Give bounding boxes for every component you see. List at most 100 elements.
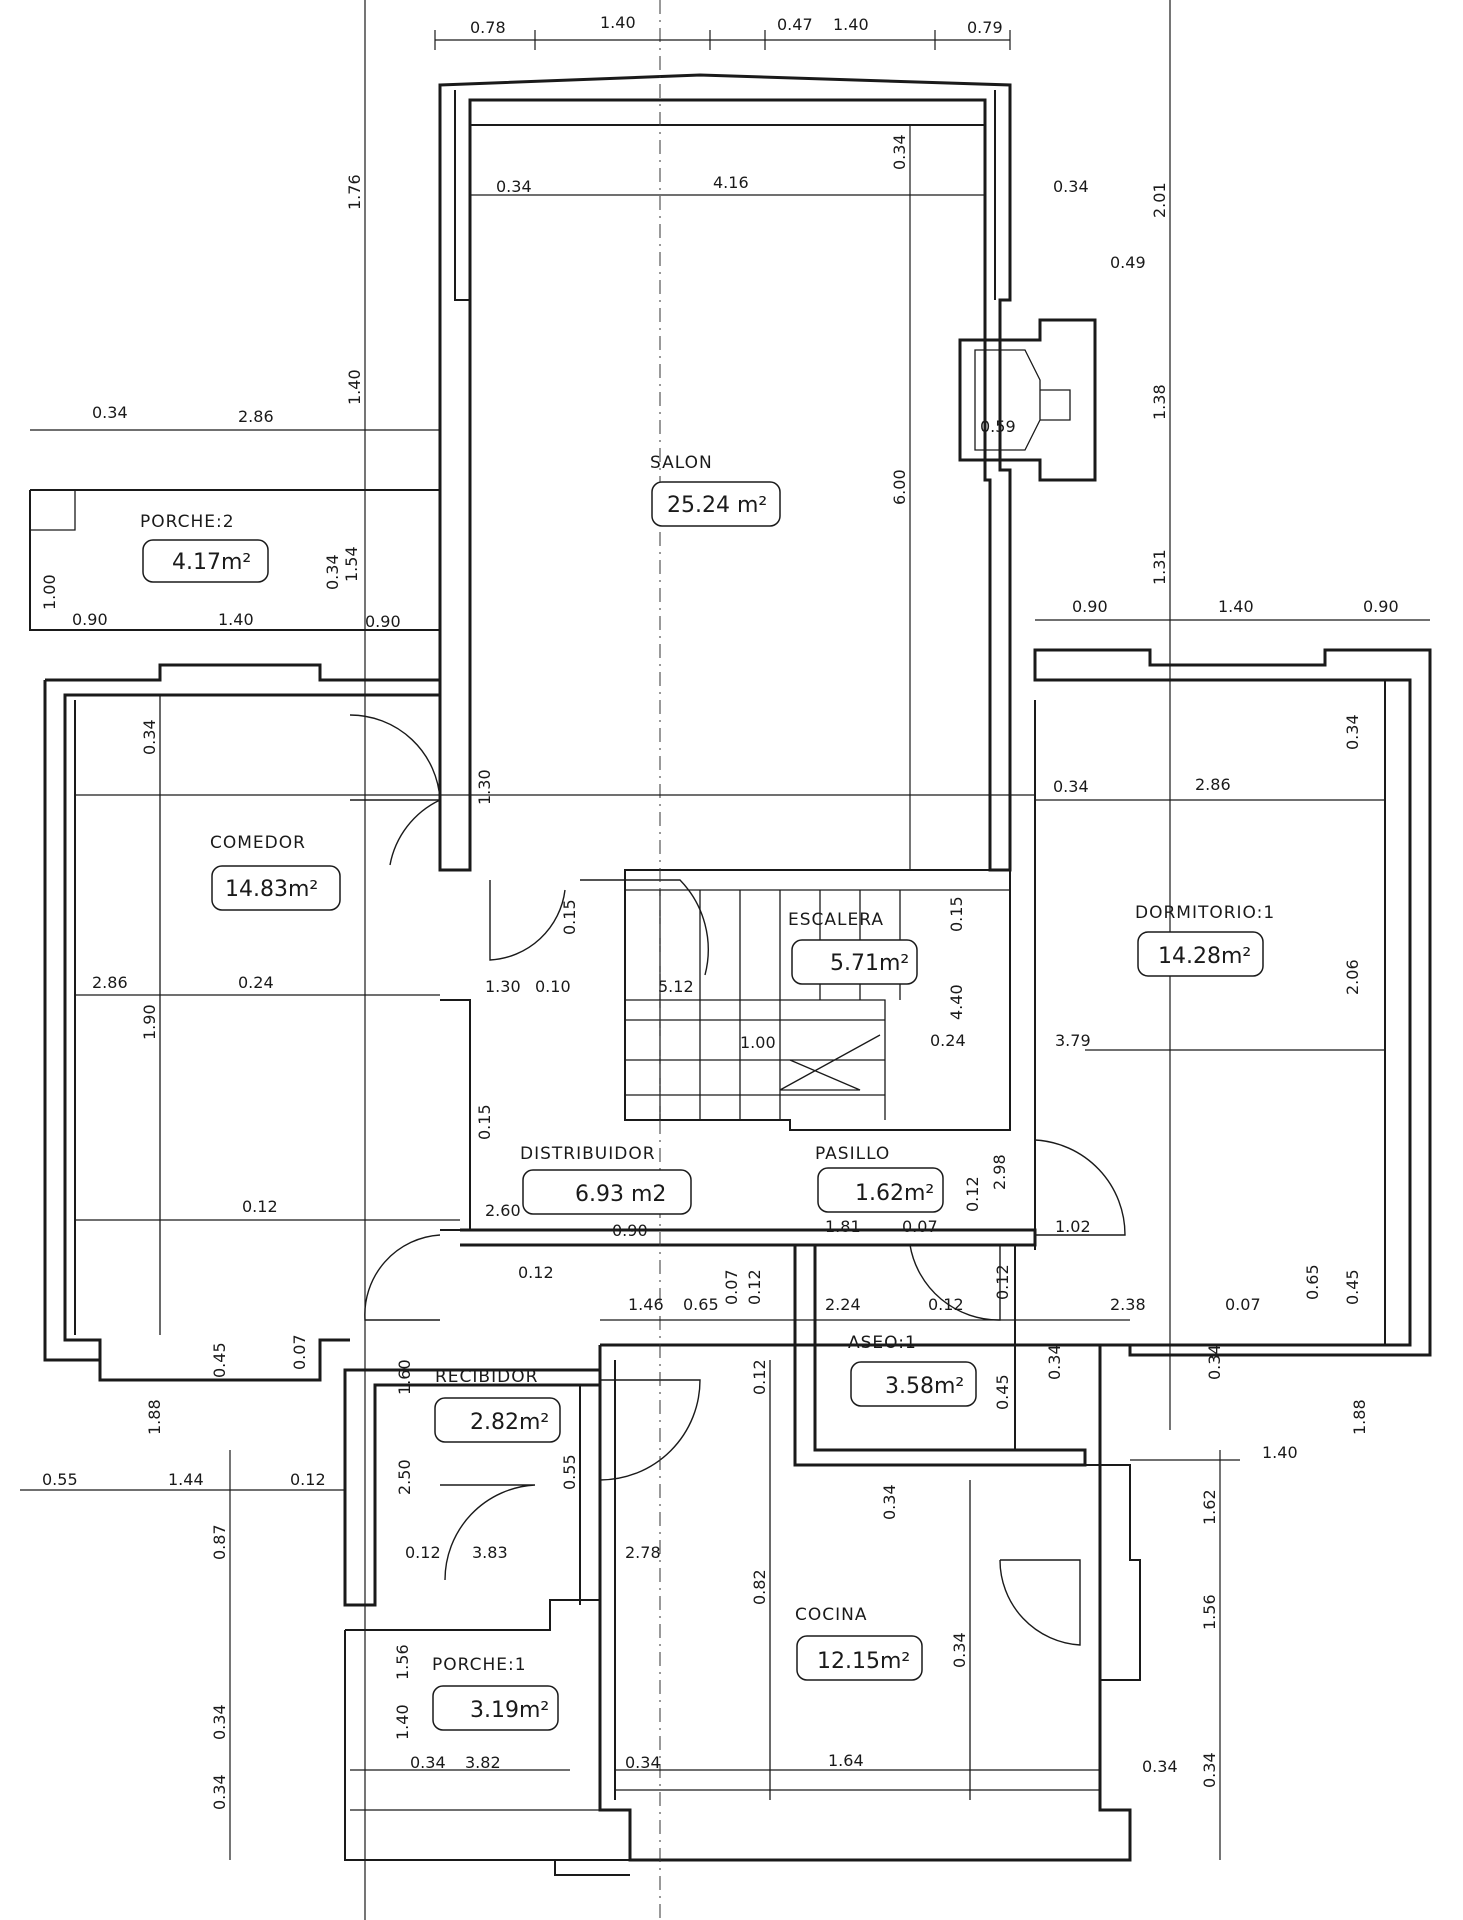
dimension-label: 1.38 <box>1150 384 1169 420</box>
dimension-label: 0.90 <box>612 1221 648 1240</box>
dimension-label: 0.12 <box>518 1263 554 1282</box>
dimension-label: 1.40 <box>218 610 254 629</box>
dimension-label: 2.86 <box>92 973 128 992</box>
room-area: 12.15m² <box>817 1649 910 1674</box>
dimension-label: 0.12 <box>928 1295 964 1314</box>
dimension-label: 0.82 <box>750 1569 769 1605</box>
dimension-label: 1.60 <box>395 1359 414 1395</box>
dimension-label: 0.34 <box>1343 714 1362 750</box>
dimension-label: 2.38 <box>1110 1295 1146 1314</box>
dimension-label: 0.45 <box>1343 1269 1362 1305</box>
area-box <box>796 1635 923 1681</box>
dimension-label: 2.60 <box>485 1201 521 1220</box>
area-box <box>817 1167 944 1213</box>
dimension-label: 0.65 <box>1303 1264 1322 1300</box>
dimension-label: 0.34 <box>625 1753 661 1772</box>
dimension-label: 0.07 <box>902 1217 938 1236</box>
dimension-label: 0.34 <box>323 554 342 590</box>
dimension-label: 1.44 <box>168 1470 204 1489</box>
dimension-label: 0.07 <box>1225 1295 1261 1314</box>
dimension-label: 1.30 <box>475 769 494 805</box>
dimension-label: 3.79 <box>1055 1031 1091 1050</box>
dimension-label: 0.34 <box>496 177 532 196</box>
dimension-label: 2.86 <box>1195 775 1231 794</box>
room-name: DORMITORIO:1 <box>1135 903 1275 923</box>
dimension-label: 1.00 <box>740 1033 776 1052</box>
area-box <box>651 481 781 527</box>
dimension-label: 1.40 <box>1262 1443 1298 1462</box>
dimension-label: 0.15 <box>475 1104 494 1140</box>
dimension-label: 0.12 <box>750 1359 769 1395</box>
dimension-label: 3.83 <box>472 1543 508 1562</box>
dimension-label: 0.78 <box>470 18 506 37</box>
dimension-label: 1.40 <box>345 369 364 405</box>
area-box <box>791 939 918 985</box>
dimension-label: 0.12 <box>405 1543 441 1562</box>
area-box <box>432 1685 559 1731</box>
dimension-label: 2.86 <box>238 407 274 426</box>
dimension-label: 0.34 <box>140 719 159 755</box>
room-comedor: COMEDOR 14.83m² <box>210 833 341 911</box>
dimension-label: 0.49 <box>1110 253 1146 272</box>
room-area: 14.83m² <box>225 877 318 902</box>
room-dormitorio-1: DORMITORIO:1 14.28m² <box>1135 903 1275 977</box>
room-pasillo: PASILLO 1.62m² <box>815 1144 944 1213</box>
dimension-label: 6.00 <box>890 469 909 505</box>
room-area: 14.28m² <box>1158 944 1251 969</box>
dimension-label: 0.34 <box>410 1753 446 1772</box>
dimension-label: 0.47 <box>777 15 813 34</box>
dimension-label: 3.82 <box>465 1753 501 1772</box>
dimension-label: 1.64 <box>828 1751 864 1770</box>
dimension-label: 1.76 <box>345 174 364 210</box>
dimension-label: 1.56 <box>393 1644 412 1680</box>
dimension-label: 0.34 <box>880 1484 899 1520</box>
dimension-label: 0.79 <box>967 18 1003 37</box>
dimension-label: 0.07 <box>722 1269 741 1305</box>
dimension-label: 0.15 <box>947 896 966 932</box>
dimension-label: 2.01 <box>1150 182 1169 218</box>
dimension-label: 0.90 <box>1072 597 1108 616</box>
room-name: COMEDOR <box>210 833 306 853</box>
dimension-label: 0.12 <box>242 1197 278 1216</box>
dimension-label: 1.00 <box>40 574 59 610</box>
dimension-label: 5.12 <box>658 977 694 996</box>
dimension-label: 0.59 <box>980 417 1016 436</box>
room-area: 2.82m² <box>470 1410 549 1435</box>
dimension-labels: 0.78 1.40 0.47 1.40 0.79 1.76 0.34 4.16 … <box>40 13 1399 1810</box>
room-area: 3.19m² <box>470 1698 549 1723</box>
dimension-label: 0.15 <box>560 899 579 935</box>
area-box <box>434 1397 561 1443</box>
dimension-label: 1.88 <box>1350 1399 1369 1435</box>
dimension-label: 1.46 <box>628 1295 664 1314</box>
dimension-label: 0.65 <box>683 1295 719 1314</box>
dimension-label: 1.56 <box>1200 1594 1219 1630</box>
dimension-lines <box>20 0 1430 1920</box>
dimension-label: 0.55 <box>560 1454 579 1490</box>
dimension-label: 0.34 <box>210 1774 229 1810</box>
dimension-label: 1.02 <box>1055 1217 1091 1236</box>
dimension-label: 1.81 <box>825 1217 861 1236</box>
dimension-label: 0.34 <box>1142 1757 1178 1776</box>
dimension-label: 2.98 <box>990 1154 1009 1190</box>
dimension-label: 1.40 <box>600 13 636 32</box>
dimension-label: 1.88 <box>145 1399 164 1435</box>
dimension-label: 0.90 <box>72 610 108 629</box>
area-box <box>850 1361 977 1407</box>
room-name: PORCHE:1 <box>432 1655 527 1675</box>
area-box <box>1137 931 1264 977</box>
dimension-label: 4.16 <box>713 173 749 192</box>
dimension-label: 0.34 <box>1205 1344 1224 1380</box>
dimension-label: 1.62 <box>1200 1489 1219 1525</box>
dimension-label: 0.87 <box>210 1524 229 1560</box>
room-name: PORCHE:2 <box>140 512 235 532</box>
room-area: 1.62m² <box>855 1181 934 1206</box>
dimension-label: 0.90 <box>365 612 401 631</box>
doors <box>349 714 1126 1646</box>
area-box <box>522 1169 692 1215</box>
dimension-label: 0.34 <box>950 1632 969 1668</box>
dimension-label: 0.12 <box>963 1176 982 1212</box>
area-box <box>142 539 269 583</box>
room-name: DISTRIBUIDOR <box>520 1144 656 1164</box>
dimension-label: 0.45 <box>210 1342 229 1378</box>
